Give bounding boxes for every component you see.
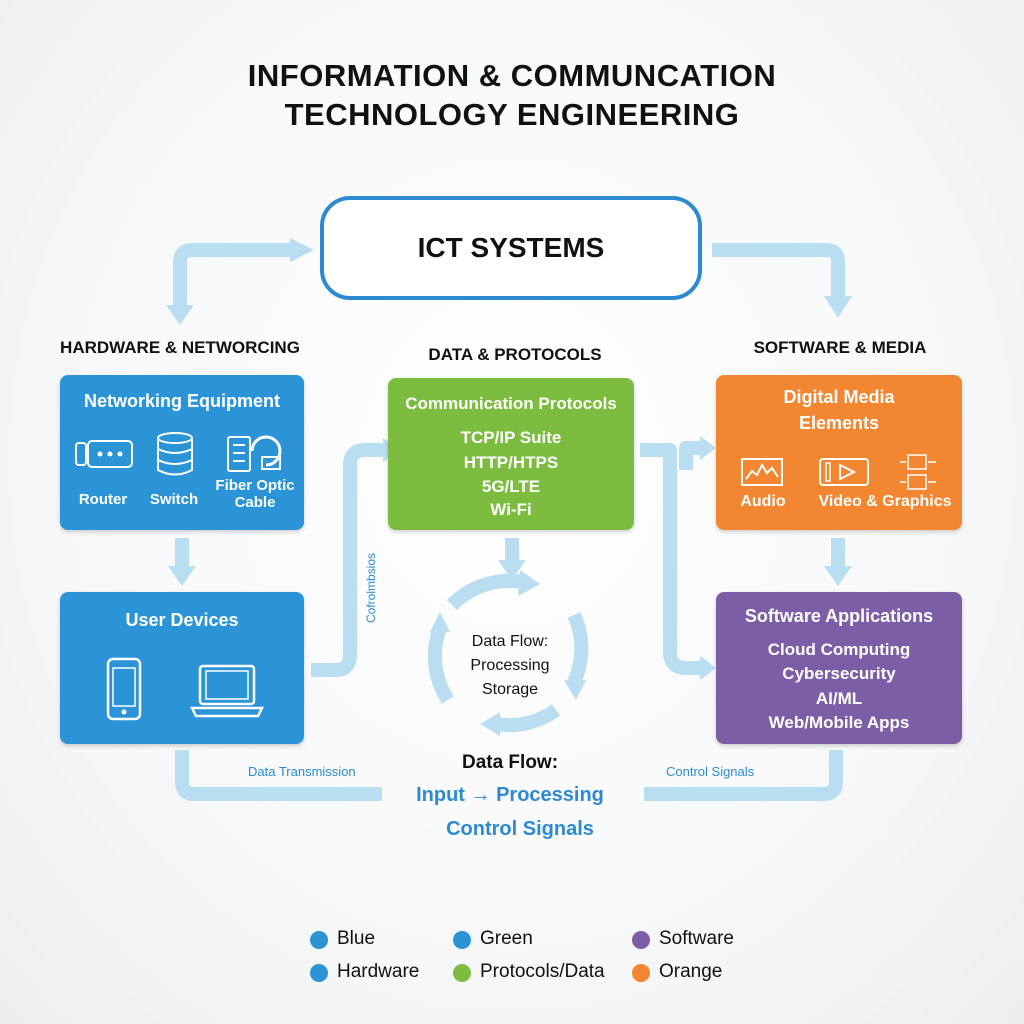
legend-label: Green (480, 928, 533, 949)
arrowhead-networking-devices (168, 566, 196, 586)
protocol-item: TCP/IP Suite (460, 428, 562, 447)
arrowhead-hub-left-down (166, 305, 194, 325)
title-line-2: TECHNOLOGY ENGINEERING (284, 97, 740, 132)
fiber-optic-cable-icon (227, 435, 282, 472)
ict-systems-hub: ICT SYSTEMS (320, 196, 702, 300)
cycle-arc-left (427, 625, 454, 704)
cycle-arc-right (567, 612, 589, 685)
control-signals-label: Control Signals (666, 764, 755, 779)
cycle-line-1: Data Flow: (471, 633, 549, 650)
legend-dot (632, 964, 650, 982)
arrowhead-hub-right-down (824, 296, 852, 318)
cycle-arc-top (447, 573, 524, 611)
data-flow-summary-line-2: Control Signals (446, 818, 594, 840)
legend-dot (310, 964, 328, 982)
section-data: DATA & PROTOCOLS (428, 345, 602, 364)
title-line-1: INFORMATION & COMMUNCATION (247, 58, 777, 93)
digital-media-box: Digital Media Elements Audio Video & Gra… (716, 375, 962, 530)
bottom-right-connector (644, 750, 843, 801)
laptop-icon (190, 664, 264, 718)
legend-dot (453, 931, 471, 949)
legend-label: Software (659, 928, 734, 949)
hub-left-connector (173, 243, 290, 310)
vertical-flow-label: Cofrolmbsios (364, 552, 378, 624)
section-software: SOFTWARE & MEDIA (753, 338, 927, 357)
video-graphics-label: Video & Graphics (818, 493, 952, 510)
data-flow-summary-line-1: Input → Processing (416, 784, 604, 806)
arrowhead-cycle-top (518, 570, 540, 596)
networking-heading: Networking Equipment (83, 391, 280, 411)
software-item: AI/ML (815, 689, 863, 708)
legend-label: Protocols/Data (480, 961, 605, 982)
smartphone-icon (106, 657, 142, 721)
legend-dot (453, 964, 471, 982)
networking-equipment-box: Networking Equipment Router Switch Fiber… (60, 375, 304, 530)
video-icon (819, 458, 869, 486)
data-transmission-label: Data Transmission (248, 764, 356, 779)
protocol-item: HTTP/HTPS (463, 453, 559, 472)
fiber-optic-label: Fiber Optic Cable (215, 477, 295, 511)
cycle-label: Data Flow: Processing Storage (440, 630, 580, 702)
software-applications-box: Software Applications Cloud Computing Cy… (716, 592, 962, 744)
protocol-item: Wi-Fi (490, 500, 532, 519)
cycle-line-2: Processing (470, 657, 550, 674)
hub-label: ICT SYSTEMS (417, 232, 605, 263)
apps-to-media-connector (679, 441, 700, 470)
protocols-to-apps-connector (640, 443, 700, 675)
data-flow-summary-title: Data Flow: (461, 752, 559, 773)
switch-label: Switch (149, 491, 199, 508)
router-label: Router (78, 491, 128, 508)
protocols-heading: Communication Protocols (405, 394, 617, 413)
legend-dot (632, 931, 650, 949)
hub-right-connector (712, 243, 845, 300)
audio-label: Audio (740, 493, 786, 510)
media-heading-line-1: Digital Media (783, 387, 895, 407)
arrowhead-protocols-cycle (498, 560, 526, 580)
arrowhead-cycle-right (564, 680, 586, 700)
arrowhead-to-apps (700, 656, 716, 680)
software-item: Cloud Computing (767, 640, 911, 659)
arrowhead-hub-left (290, 238, 314, 262)
legend-label: Orange (659, 961, 723, 982)
arrowhead-to-media (700, 436, 716, 460)
legend-label: Blue (337, 928, 376, 949)
section-hardware: HARDWARE & NETWORCING (60, 338, 300, 357)
media-heading-line-2: Elements (798, 413, 880, 433)
devices-to-protocols-connector (311, 443, 385, 677)
communication-protocols-box: Communication Protocols TCP/IP Suite HTT… (388, 378, 634, 530)
arrowhead-cycle-left (430, 612, 450, 632)
switch-icon (157, 432, 193, 476)
legend-dot (310, 931, 328, 949)
bottom-left-connector (175, 750, 382, 801)
user-devices-box: User Devices (60, 592, 304, 744)
cycle-arc-bottom (494, 704, 561, 733)
protocol-item: 5G/LTE (481, 477, 541, 496)
arrowhead-cycle-bottom (480, 712, 500, 736)
legend-label: Hardware (337, 961, 420, 982)
router-icon (75, 440, 133, 468)
software-heading: Software Applications (744, 606, 934, 626)
graphics-icon (900, 454, 936, 490)
devices-heading: User Devices (125, 610, 239, 630)
arrowhead-media-software (824, 566, 852, 586)
software-item: Cybersecurity (782, 664, 896, 683)
audio-icon (741, 458, 783, 486)
software-item: Web/Mobile Apps (768, 713, 910, 732)
cycle-line-3: Storage (481, 681, 539, 698)
